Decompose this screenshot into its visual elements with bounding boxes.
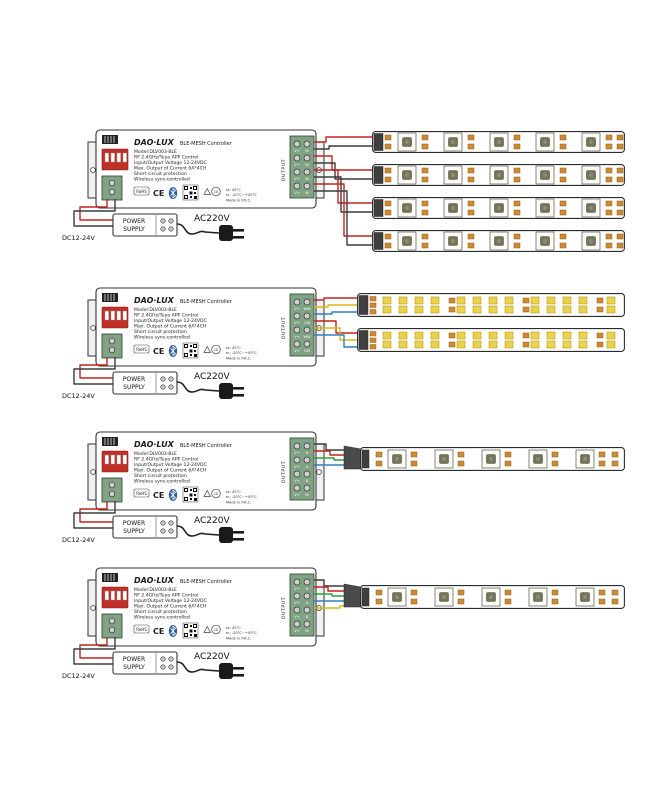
- led-strip: [373, 165, 625, 186]
- controller-unit: [87, 129, 325, 209]
- terminal-label: V+: [294, 177, 299, 181]
- output-wires: [314, 136, 372, 246]
- section-rgbw: V+ R V+ G V+ B V+ W: [61, 567, 625, 681]
- led-strip: [358, 294, 625, 317]
- controller-unit: [87, 287, 325, 367]
- terminal-labels: V+ WW V+ CW V+ WW V+ CW: [294, 307, 311, 353]
- strip-connector: [343, 445, 362, 470]
- terminal-label: V+: [294, 149, 299, 153]
- terminal-label: WW: [303, 307, 311, 311]
- terminal-label: G: [306, 601, 309, 605]
- output-wires: [314, 579, 344, 609]
- section-rgb: V+ R V+ G V+ B V+ W: [61, 431, 625, 545]
- terminal-labels: V+ R V+ G V+ B V+ W: [294, 587, 309, 633]
- terminal-label: V+: [294, 601, 299, 605]
- terminal-label: WW: [303, 335, 311, 339]
- terminal-label: W: [305, 191, 309, 195]
- terminal-label: W: [305, 493, 309, 497]
- terminal-label: B: [306, 615, 309, 619]
- led-strip: [361, 448, 625, 471]
- terminal-labels: V+ R V+ G V+ B V+ W: [294, 451, 309, 497]
- terminal-label: V+: [294, 587, 299, 591]
- terminal-label: G: [306, 465, 309, 469]
- led-strip: [373, 198, 625, 219]
- terminal-label: V+: [294, 493, 299, 497]
- controller-unit: [87, 431, 325, 511]
- terminal-label: V+: [294, 451, 299, 455]
- terminal-label: V+: [294, 465, 299, 469]
- terminal-label: V+: [294, 163, 299, 167]
- strip-connector: [343, 583, 362, 608]
- terminal-label: V+: [294, 321, 299, 325]
- controller-unit: [87, 567, 325, 647]
- terminal-label: CW: [304, 321, 311, 325]
- output-wires: [314, 443, 344, 466]
- terminal-label: CW: [304, 349, 311, 353]
- terminal-label: V+: [294, 191, 299, 195]
- section-single-color-4ch: V+ W V+ W V+ W V+ W: [61, 129, 625, 252]
- terminal-label: B: [306, 479, 309, 483]
- led-strip: [373, 231, 625, 252]
- output-wires: [314, 297, 357, 348]
- led-strip: [358, 329, 625, 352]
- terminal-label: R: [306, 451, 309, 455]
- led-strip: [373, 132, 625, 153]
- terminal-labels: V+ W V+ W V+ W V+ W: [294, 149, 309, 195]
- terminal-label: W: [305, 149, 309, 153]
- terminal-label: W: [305, 177, 309, 181]
- terminal-label: V+: [294, 479, 299, 483]
- terminal-label: W: [305, 163, 309, 167]
- terminal-label: V+: [294, 335, 299, 339]
- led-strip: [361, 586, 625, 609]
- terminal-label: V+: [294, 307, 299, 311]
- terminal-label: V+: [294, 615, 299, 619]
- terminal-label: R: [306, 587, 309, 591]
- terminal-label: V+: [294, 629, 299, 633]
- section-tunable-white: V+ WW V+ CW V+ WW V+ CW: [61, 287, 625, 401]
- terminal-label: V+: [294, 349, 299, 353]
- terminal-label: W: [305, 629, 309, 633]
